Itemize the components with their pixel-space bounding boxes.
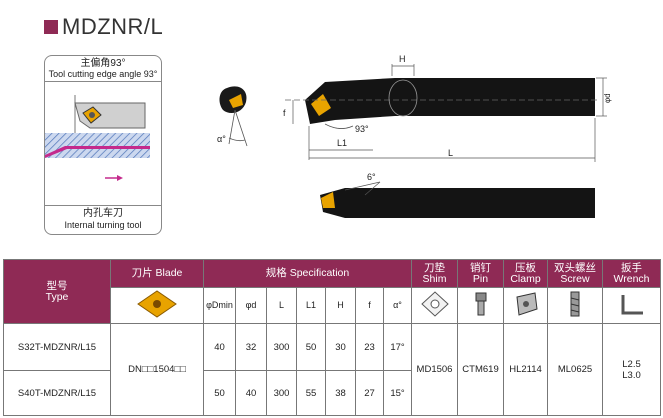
specification-table: 型号 Type 刀片 Blade 规格 Specification 刀垫 Shi… (3, 259, 662, 416)
row1-phi-d: 32 (235, 323, 267, 371)
screw-code: ML0625 (547, 323, 604, 416)
angle-6-label: 6° (367, 172, 376, 182)
pin-header: 销钉 Pin (457, 259, 505, 288)
row2-alpha: 15° (382, 370, 413, 416)
row1-phi-dmin: 40 (203, 323, 236, 371)
row2-l: 300 (266, 370, 297, 416)
clamp-header-cn: 压板 (515, 261, 537, 274)
blade-header: 刀片 Blade (110, 259, 204, 288)
pin-code: CTM619 (457, 323, 505, 416)
col-l1: L1 (296, 287, 326, 324)
clamp-code: HL2114 (503, 323, 549, 416)
clamp-header-en: Clamp (510, 272, 541, 285)
row2-f: 27 (355, 370, 384, 416)
wrench-code-2: L3.0 (622, 369, 641, 381)
screw-header-cn: 双头螺丝 (554, 261, 597, 274)
angle-caption-en: Tool cutting edge angle 93° (48, 69, 158, 79)
wrench-header: 扳手 Wrench (602, 259, 662, 288)
row1-l: 300 (266, 323, 297, 371)
l1-dim-label: L1 (337, 138, 347, 148)
title-marker-square (44, 20, 58, 34)
angle-caption-cn: 主偏角93° (80, 58, 126, 69)
shim-code: MD1506 (411, 323, 459, 416)
tool-holder-drawing: α° H φd f 93° L1 L 6° (217, 54, 612, 218)
main-holder-view: H φd f 93° L1 L (283, 54, 612, 162)
caption-divider-top (45, 81, 161, 82)
l-dim-label: L (448, 148, 453, 158)
phi-d-label: φd (603, 93, 612, 103)
pin-header-en: Pin (472, 272, 489, 285)
type-header-en: Type (45, 290, 69, 303)
cutting-angle-diagram: 主偏角93° Tool cutting edge angle 93° 内孔车刀 … (44, 55, 162, 235)
col-phi-d: φd (235, 287, 267, 324)
row1-l1: 50 (296, 323, 326, 371)
screw-image-cell (547, 287, 604, 324)
pin-icon (475, 292, 487, 316)
screw-header: 双头螺丝 Screw (547, 259, 604, 288)
turning-caption-cn: 内孔车刀 (83, 208, 123, 219)
wrench-header-cn: 扳手 (621, 261, 643, 274)
row2-l1: 55 (296, 370, 326, 416)
row-type-s40t: S40T-MDZNR/L15 (3, 370, 111, 416)
blade-insert-icon (137, 290, 177, 318)
caption-divider-bottom (45, 205, 161, 206)
col-phi-dmin: φDmin (203, 287, 236, 324)
alpha-label: α° (217, 134, 226, 144)
row1-f: 23 (355, 323, 384, 371)
wrench-header-en: Wrench (613, 272, 650, 285)
clamp-image-cell (503, 287, 549, 324)
f-dim-label: f (283, 108, 286, 118)
row2-phi-d: 40 (235, 370, 267, 416)
internal-turning-illustration (45, 95, 150, 181)
col-alpha: α° (382, 287, 413, 324)
page-title: MDZNR/L (62, 14, 164, 39)
row2-phi-dmin: 50 (203, 370, 236, 416)
shim-header-en: Shim (422, 272, 447, 285)
row1-alpha: 17° (382, 323, 413, 371)
wrench-image-cell (602, 287, 662, 324)
screw-header-en: Screw (560, 272, 590, 285)
turning-caption-en: Internal turning tool (64, 220, 142, 230)
shim-image-cell (411, 287, 459, 324)
pin-header-cn: 销钉 (470, 261, 492, 274)
page-header: MDZNR/L (44, 14, 163, 40)
blade-code: DN□□1504□□ (110, 323, 204, 416)
col-h: H (325, 287, 356, 324)
row2-h: 38 (325, 370, 356, 416)
end-view: α° (217, 86, 248, 147)
type-header: 型号 Type (3, 259, 111, 324)
angle-93-label: 93° (355, 124, 369, 134)
clamp-icon (515, 292, 538, 316)
row-type-s32t: S32T-MDZNR/L15 (3, 323, 111, 371)
shim-header: 刀垫 Shim (411, 259, 459, 288)
col-f: f (355, 287, 384, 324)
wrench-code-1: L2.5 (622, 358, 641, 370)
wrench-icon (621, 295, 643, 315)
screw-icon (570, 291, 580, 317)
shim-header-cn: 刀垫 (424, 261, 446, 274)
clamp-header: 压板 Clamp (503, 259, 549, 288)
h-dim-label: H (399, 54, 406, 64)
type-header-cn: 型号 (46, 279, 68, 292)
col-l: L (266, 287, 297, 324)
shim-icon (420, 291, 449, 317)
spec-header: 规格 Specification (202, 259, 413, 288)
row1-h: 30 (325, 323, 356, 371)
top-holder-view: 6° (320, 172, 595, 218)
pin-image-cell (457, 287, 505, 324)
wrench-codes: L2.5 L3.0 (602, 323, 662, 416)
blade-image-cell (110, 287, 204, 324)
